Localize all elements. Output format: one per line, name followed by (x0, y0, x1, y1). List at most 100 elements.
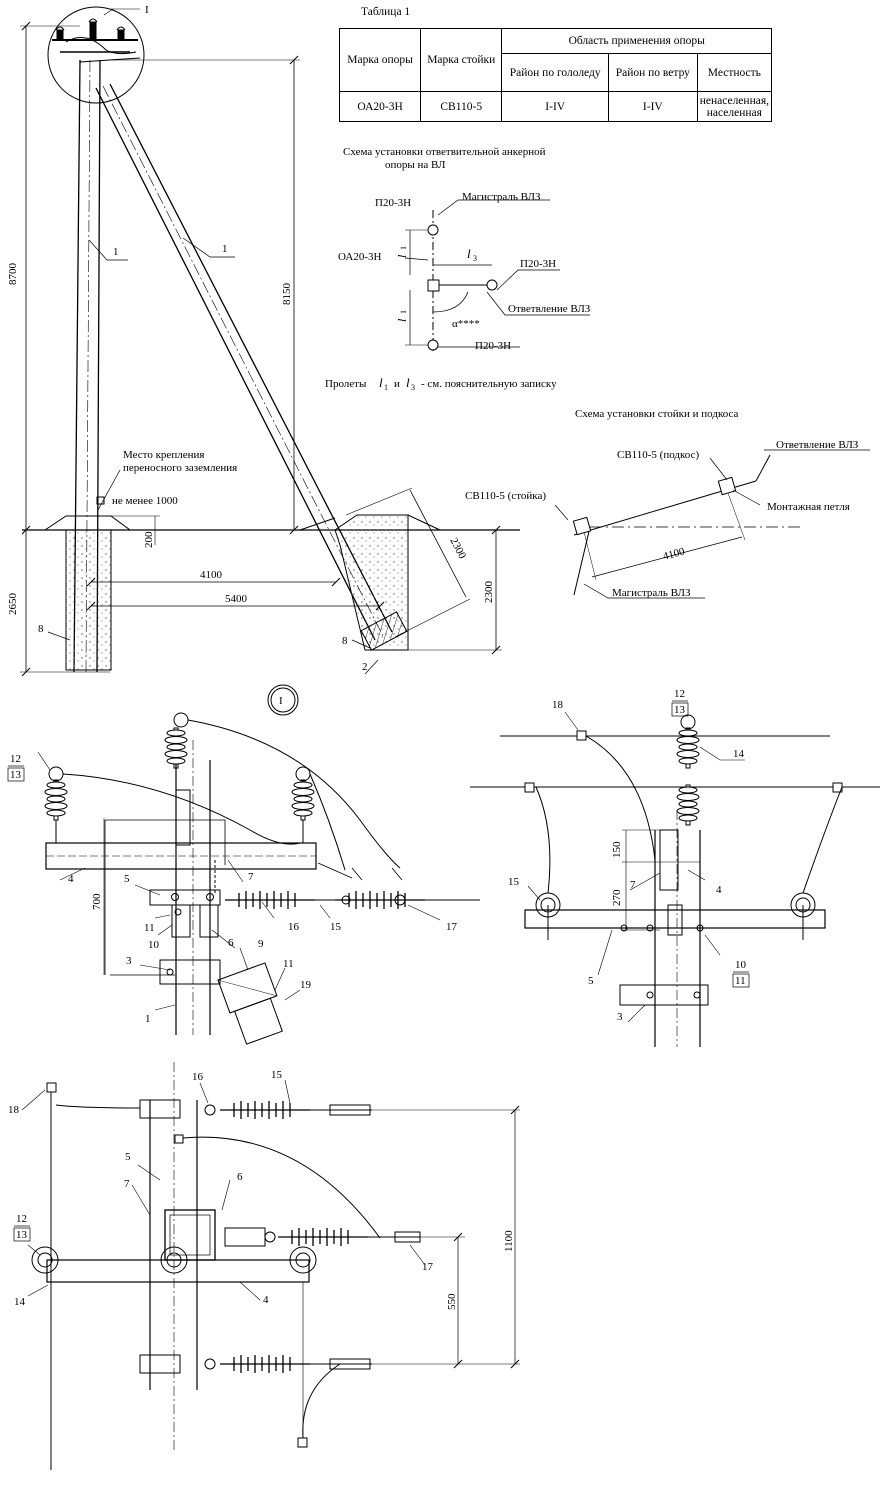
front-p15: 15 (330, 921, 342, 933)
brace-label: СВ110-5 (подкос) (617, 449, 699, 461)
dim-2300-vert: 2300 (483, 581, 495, 604)
detail-front-labels: I 700 12 13 4 5 7 11 10 6 3 9 11 19 1 16… (10, 695, 458, 1025)
pos-8-brace: 8 (342, 635, 348, 647)
plan-p14: 14 (14, 1296, 26, 1308)
pit-pole (65, 529, 112, 671)
rack-label: СВ110-5 (стойка) (465, 490, 546, 502)
dim-270: 270 (611, 889, 623, 906)
dim-8150: 8150 (281, 283, 293, 306)
l1-top: l (395, 254, 409, 258)
dim-150: 150 (611, 841, 623, 858)
col-ice: Район по гололеду (501, 53, 609, 92)
l1-bot: l (395, 318, 409, 322)
side-p11: 11 (735, 975, 746, 987)
col-scope: Область применения опоры (501, 28, 772, 54)
scheme-brace (554, 449, 870, 599)
side-p12: 12 (674, 688, 685, 700)
bottom-pole: П20-3Н (475, 340, 511, 352)
branch-line-brace: Ответвление ВЛЗ (776, 439, 859, 451)
ground-note-2: переносного заземления (123, 462, 237, 474)
side-p15: 15 (508, 876, 520, 888)
scheme-title-1: Схема установки ответвительной анкерной (343, 146, 546, 158)
plan-p5: 5 (125, 1151, 131, 1163)
brace-edge-a (95, 87, 376, 641)
side-p4: 4 (716, 884, 722, 896)
l1-top-sub: 1 (399, 246, 408, 250)
cell-brand: ОА20-3Н (338, 91, 422, 122)
cell-wind: I-IV (607, 91, 698, 122)
top-pole: П20-3Н (375, 197, 411, 209)
dim-200: 200 (143, 531, 155, 548)
front-p4: 4 (68, 873, 74, 885)
front-p5: 5 (124, 873, 130, 885)
plan-p7: 7 (124, 1178, 130, 1190)
branch-pole: П20-3Н (520, 258, 556, 270)
dim-550: 550 (446, 1293, 458, 1310)
detail-side-labels: 18 12 13 14 150 270 7 4 15 5 10 11 3 (508, 688, 747, 1023)
front-p3: 3 (126, 955, 132, 967)
cell-terrain: ненаселенная,населенная (696, 91, 773, 122)
plan-p17: 17 (422, 1261, 434, 1273)
application-table: Марка опоры Марка стойки Область примене… (338, 28, 773, 122)
main-elevation (20, 6, 520, 677)
front-p1: 1 (145, 1013, 151, 1025)
position-boxes (7, 700, 750, 1242)
plan-p13: 13 (16, 1229, 28, 1241)
front-p11b: 11 (283, 958, 294, 970)
dim-2300-diag: 2300 (447, 536, 468, 561)
pos-1-pole: 1 (113, 246, 119, 258)
spans-note-l3-sub: 3 (411, 383, 415, 392)
scheme-title-2: опоры на ВЛ (385, 159, 446, 171)
plan-p12: 12 (16, 1213, 27, 1225)
side-p13: 13 (674, 704, 686, 716)
main-line: Магистраль ВЛЗ (462, 191, 541, 203)
dim-1100: 1100 (503, 1230, 515, 1252)
side-p14: 14 (733, 748, 745, 760)
dim-8700: 8700 (7, 263, 19, 286)
l3: l (467, 246, 471, 261)
loop: Монтажная петля (767, 501, 850, 513)
table-title: Таблица 1 (361, 6, 411, 18)
front-p10: 10 (148, 939, 160, 951)
pos-1-brace: 1 (222, 243, 228, 255)
col-rack: Марка стойки (420, 28, 503, 92)
scheme-anchor-labels: Схема установки ответвительной анкерной … (325, 146, 591, 392)
plan-p16: 16 (192, 1071, 204, 1083)
scheme-brace-labels: Схема установки стойки и подкоса СВ110-5… (465, 408, 859, 599)
scheme-anchor (404, 199, 590, 352)
pos-2: 2 (362, 661, 368, 673)
side-p10: 10 (735, 959, 747, 971)
l3-sub: 3 (473, 254, 477, 263)
side-p5: 5 (588, 975, 594, 987)
front-p7: 7 (248, 871, 254, 883)
side-p18: 18 (552, 699, 564, 711)
cell-ice: I-IV (501, 91, 609, 122)
spans-note-and: и (394, 378, 400, 390)
brace-scheme-title: Схема установки стойки и подкоса (575, 408, 739, 420)
front-p11a: 11 (144, 922, 155, 934)
front-p17: 17 (446, 921, 458, 933)
spans-note-l1-sub: 1 (384, 383, 388, 392)
detail-front (37, 684, 480, 1045)
plan-p4: 4 (263, 1294, 269, 1306)
terrain-line-2: населенная (706, 106, 762, 119)
front-p16: 16 (288, 921, 300, 933)
front-p12: 12 (10, 753, 21, 765)
anchor-pole: ОА20-3Н (338, 251, 382, 263)
main-line-brace: Магистраль ВЛЗ (612, 587, 691, 599)
front-p13: 13 (10, 769, 22, 781)
side-p7: 7 (630, 879, 636, 891)
spans-note-l1: l (379, 375, 383, 390)
dim-2650: 2650 (7, 593, 19, 616)
front-p6: 6 (228, 937, 234, 949)
dim-4100: 4100 (200, 569, 223, 581)
dim-700: 700 (91, 893, 103, 910)
plan-p18: 18 (8, 1104, 20, 1116)
angle: α**** (452, 318, 480, 330)
plan-p15: 15 (271, 1069, 283, 1081)
side-p3: 3 (617, 1011, 623, 1023)
detail-side (470, 711, 880, 1047)
detail-front-marker: I (279, 695, 283, 707)
dim-4100-brace: 4100 (662, 545, 687, 562)
